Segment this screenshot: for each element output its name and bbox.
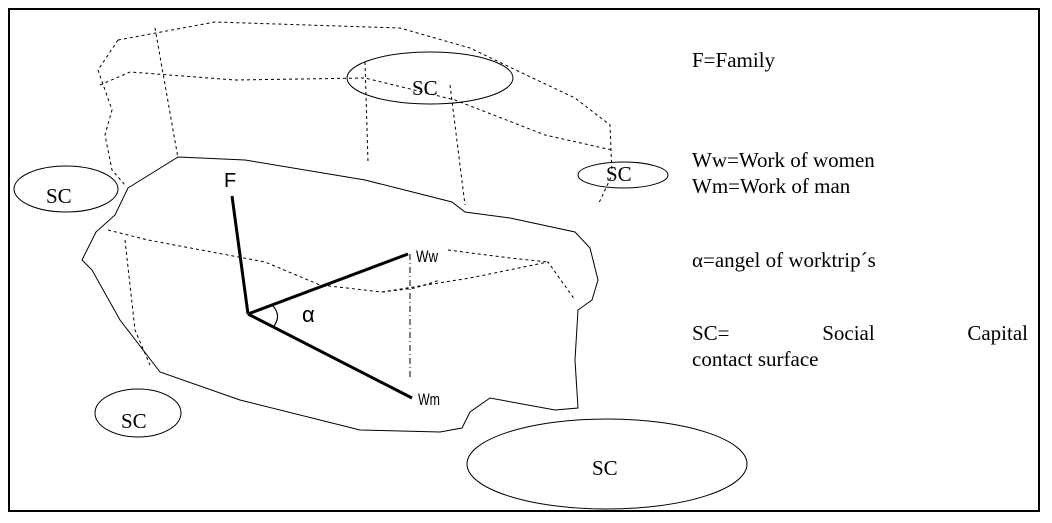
lower-grid-line: [381, 279, 441, 293]
upper-grid-line: [364, 61, 369, 163]
legend-sc-word-social: Social: [822, 321, 875, 345]
lower-grid-line: [107, 229, 576, 301]
lower-surface-outline: [81, 156, 599, 433]
sc-bubble-bottom: [466, 418, 748, 510]
legend-sc-line1: SC= Social Capital: [692, 321, 1028, 346]
family-axis: [230, 195, 250, 315]
sc-bubble-left: [13, 165, 119, 213]
legend-work-women: Ww=Work of women: [692, 148, 875, 172]
legend-sc-word-capital: Capital: [967, 321, 1028, 345]
work-women-label: Ww: [416, 247, 439, 266]
frame-border: [8, 8, 1040, 512]
work-women-axis: [247, 252, 409, 316]
upper-grid-line: [449, 84, 466, 206]
work-man-axis: [247, 312, 413, 400]
sc-label-bottom: SC: [592, 456, 618, 480]
family-label: F: [224, 170, 236, 192]
legend-sc-line2: contact surface: [692, 347, 819, 371]
upper-grid-line: [99, 71, 613, 151]
legend-angle: α=angel of worktrip´s: [692, 248, 876, 272]
upper-surface-left-edge: [97, 39, 126, 186]
work-man-label: Wm: [418, 390, 440, 409]
sc-label-right: SC: [606, 162, 632, 186]
sc-bubble-top: [346, 51, 514, 105]
sc-label-top: SC: [412, 76, 438, 100]
lower-grid-line: [124, 239, 151, 366]
sc-bubble-lower-left: [94, 388, 182, 438]
lower-grid-line: [447, 249, 549, 263]
upper-grid-line: [154, 27, 179, 159]
angle-arc: [271, 304, 279, 327]
angle-label: α: [302, 302, 315, 327]
legend-work-man: Wm=Work of man: [692, 174, 851, 198]
sc-label-left: SC: [46, 184, 72, 208]
legend-family: F=Family: [692, 48, 776, 72]
sc-label-lower-left: SC: [121, 409, 147, 433]
legend-sc-term: SC=: [692, 321, 730, 345]
sc-bubble-right: [577, 161, 669, 189]
upper-surface-outline: [117, 21, 613, 206]
